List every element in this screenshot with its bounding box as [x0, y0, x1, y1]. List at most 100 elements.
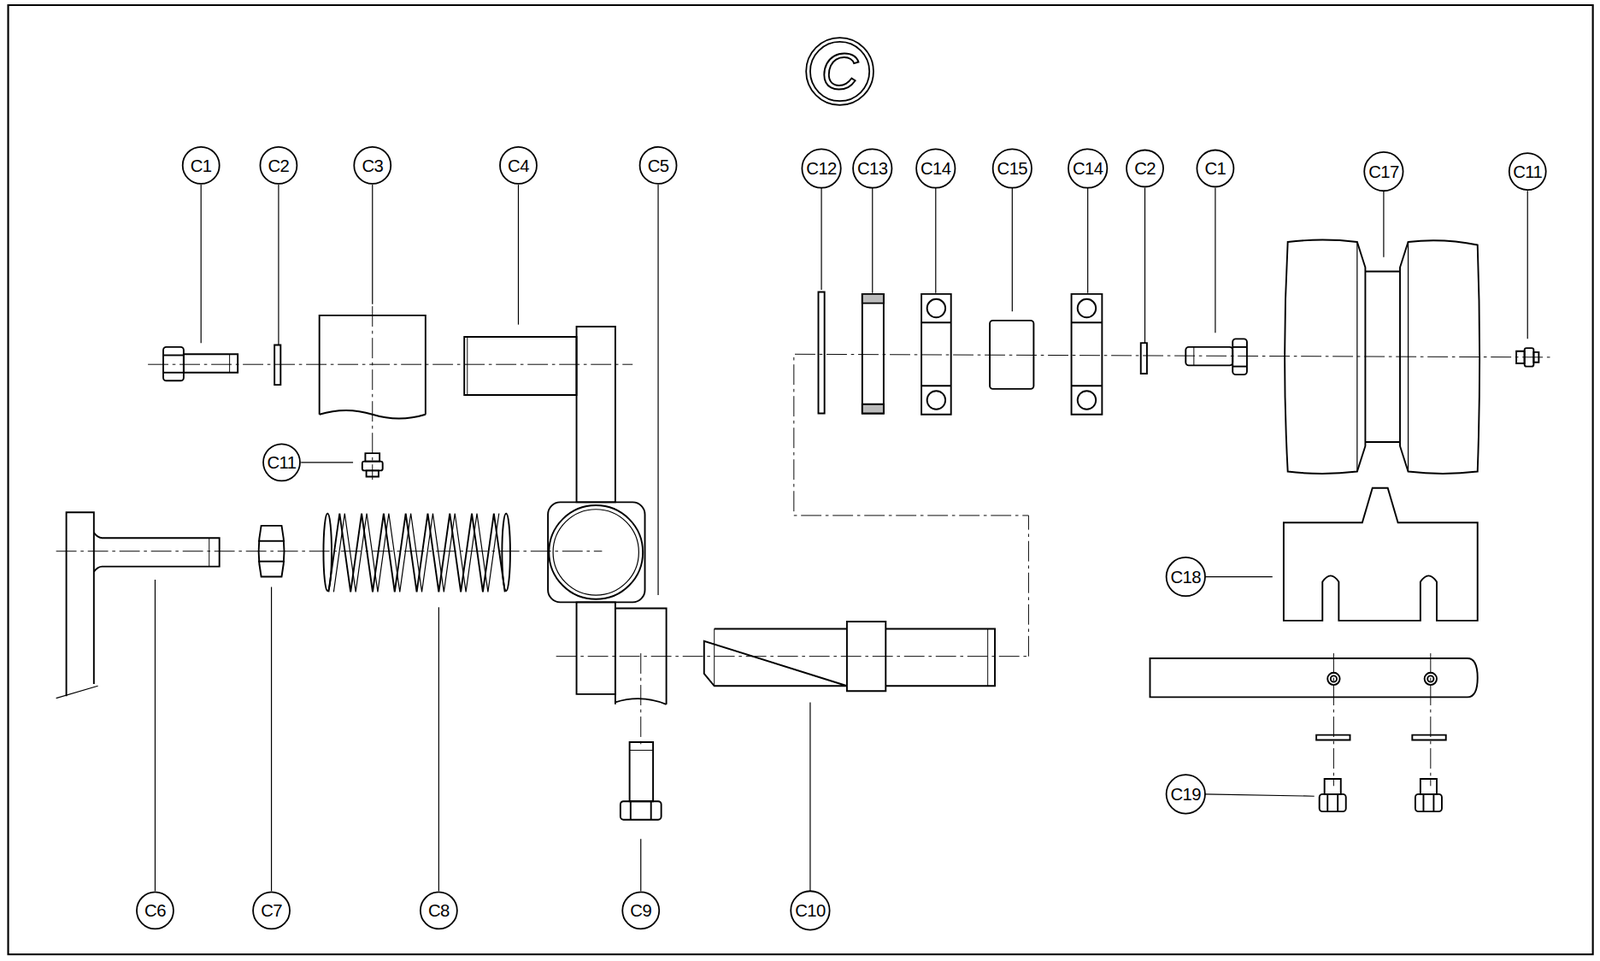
- bearing-c14: [927, 390, 946, 409]
- arm-c4: [576, 601, 616, 694]
- bearing-c14: [1077, 299, 1096, 318]
- callout-bubble: C18: [1164, 556, 1206, 598]
- base-bar: [1327, 672, 1340, 685]
- bolt-c1-right: [1193, 347, 1195, 365]
- bolt-c1-right: [1232, 346, 1248, 348]
- callout-bubble: C4: [499, 146, 538, 185]
- bolt-c9: [629, 749, 653, 751]
- center-line: [794, 353, 1552, 656]
- section-badge: C: [805, 36, 875, 106]
- bolt-c1-left: [163, 347, 238, 381]
- callout-bubble: C1: [1195, 148, 1235, 188]
- bolt-c19: [1423, 794, 1425, 812]
- washer: [1411, 735, 1446, 741]
- bolt-c1-right: [1185, 338, 1248, 375]
- leader-line: [1214, 188, 1216, 334]
- bolt-c19: [1415, 794, 1442, 812]
- callout-number: C5: [647, 156, 670, 174]
- arm-c4: [548, 505, 643, 600]
- spacer-c15: [989, 320, 1034, 389]
- grease-fitting-c11-right: [1533, 352, 1539, 363]
- callout-bubble: C10: [789, 889, 831, 931]
- roller-c17: [1356, 241, 1358, 472]
- seal-c13: [862, 294, 884, 414]
- bolt-c9: [650, 800, 653, 819]
- callout-bubble: C13: [852, 147, 894, 189]
- callout-circle: [852, 148, 892, 188]
- callout-number: C6: [144, 901, 166, 919]
- callout-bubble: C6: [135, 890, 175, 930]
- leader-line: [658, 184, 659, 595]
- callout-bubble: C7: [252, 890, 291, 930]
- leader-line: [270, 586, 272, 891]
- grease-fitting-c11-left: [362, 452, 383, 477]
- callout-circle: [263, 443, 300, 481]
- bolt-c9: [629, 741, 653, 801]
- center-line: [556, 655, 1030, 657]
- frame-border: [8, 5, 1594, 954]
- roller-c17: [1364, 441, 1400, 443]
- grease-fitting-c11-left: [364, 452, 380, 462]
- bracket-c6: [94, 532, 220, 571]
- bearing-c14: [1071, 384, 1103, 387]
- spring-c8: [323, 513, 510, 593]
- bracket-c6: [56, 685, 99, 698]
- callout-number: C19: [1170, 785, 1201, 803]
- base-bar: [1150, 658, 1478, 697]
- callout-number: C3: [361, 156, 383, 174]
- shaft-c10: [847, 621, 886, 691]
- callout-circle: [810, 41, 870, 101]
- callout-bubble: C1: [182, 146, 221, 185]
- arm-c4: [466, 336, 468, 395]
- callout-circle: [640, 147, 677, 184]
- callout-number: C1: [1205, 159, 1227, 177]
- shaft-c10: [713, 628, 715, 686]
- center-line: [56, 550, 603, 552]
- bolt-c1-left: [163, 347, 184, 381]
- callout-number: C2: [1134, 159, 1156, 177]
- callout-circle: [500, 147, 537, 184]
- callout-number: C9: [629, 901, 652, 919]
- callout-number: C8: [428, 901, 450, 919]
- arm-c4: [464, 336, 577, 395]
- collar-c5: [615, 608, 667, 705]
- callout-circle: [622, 891, 659, 929]
- sleeve-c3: [319, 410, 426, 419]
- callout-bubble: C15: [991, 147, 1033, 189]
- callout-number: C17: [1368, 162, 1399, 180]
- bolt-c19: [1433, 794, 1436, 812]
- bolt-c1-right: [1232, 365, 1248, 368]
- grease-fitting-c11-right: [1516, 347, 1539, 366]
- callout-number: C18: [1170, 567, 1201, 585]
- bracket-c6: [208, 537, 210, 566]
- bolt-c1-right: [1232, 338, 1248, 375]
- block-c18: [1283, 488, 1478, 621]
- leader-line: [640, 838, 642, 891]
- callout-circle: [1068, 148, 1107, 188]
- collar-c5: [615, 698, 667, 705]
- block-c18: [1283, 488, 1478, 621]
- collar-c5: [615, 608, 667, 705]
- leader-line: [438, 606, 440, 891]
- callout-bubble: C17: [1363, 151, 1405, 193]
- leader-line: [154, 579, 156, 891]
- callout-bubble: C9: [621, 890, 660, 930]
- center-line: [56, 305, 1552, 786]
- leader-line: [1011, 188, 1013, 312]
- seal-c13: [862, 404, 884, 414]
- washer-c12: [817, 291, 824, 413]
- grease-fitting-c11-left: [366, 470, 379, 477]
- leader-line: [1205, 576, 1273, 577]
- callout-bubble: C3: [352, 146, 392, 185]
- roller-c17: [1400, 240, 1480, 474]
- washer-c2-left: [274, 345, 281, 386]
- arm-c4: [464, 326, 645, 695]
- leader-line: [935, 188, 936, 294]
- callout-number: C11: [1512, 162, 1542, 180]
- bracket-c6: [66, 511, 95, 696]
- bolt-c1-left: [183, 353, 238, 372]
- leader-line: [871, 188, 873, 294]
- grease-fitting-c11-right: [1516, 351, 1525, 364]
- callout-bubble: C14: [915, 147, 957, 189]
